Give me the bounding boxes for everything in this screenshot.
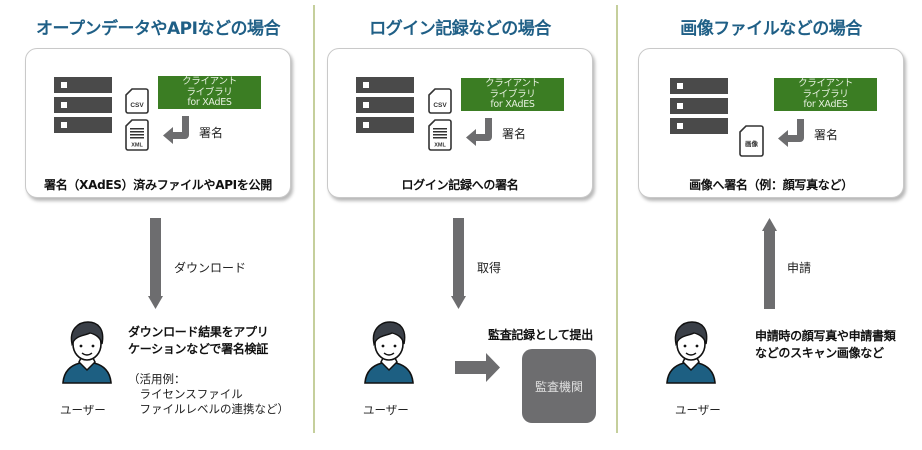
- file-type-label: XML: [434, 143, 446, 149]
- server-icon: [54, 77, 112, 137]
- user-avatar-icon: [62, 321, 112, 384]
- file-type-label: CSV: [130, 102, 144, 109]
- client-library-box: クライアント ライブラリ for XAdES: [774, 78, 877, 111]
- panel-title: 画像ファイルなどの場合: [680, 19, 862, 39]
- signing-card: CSV XML クライアント ライブラリ for XAdES 署名 ログイン記録…: [327, 48, 593, 198]
- client-library-box: クライアント ライブラリ for XAdES: [461, 78, 564, 111]
- library-line: for XAdES: [803, 99, 848, 110]
- sign-hook-arrow-icon: [163, 116, 189, 144]
- library-line: ライブラリ: [186, 86, 233, 98]
- usage-examples: （活用例： ライセンスファイル ファイルレベルの連携など）: [128, 372, 289, 417]
- user-label: ユーザー: [363, 403, 409, 417]
- apply-arrow-icon: [762, 218, 777, 309]
- retrieve-arrow-icon: [451, 218, 466, 309]
- sign-hook-arrow-icon: [466, 118, 492, 146]
- description-line: ダウンロード結果をアプリ: [128, 325, 269, 339]
- description-line: ケーションなどで署名検証: [128, 342, 268, 356]
- submit-arrow-icon: [455, 353, 500, 382]
- description-line: などのスキャン画像など: [755, 346, 884, 360]
- description-line: 申請時の顔写真や申請書類: [755, 329, 896, 343]
- library-line: ライブラリ: [489, 88, 536, 100]
- sign-label: 署名: [199, 126, 224, 140]
- signing-card: CSV XML クライアント ライブラリ for XAdES 署名 署名（XAd…: [25, 48, 291, 198]
- description: ダウンロード結果をアプリ ケーションなどで署名検証: [128, 324, 269, 358]
- flow-label: 申請: [787, 261, 812, 275]
- library-line: クライアント: [798, 78, 853, 89]
- csv-file-icon: CSV: [428, 88, 452, 114]
- flow-label: ダウンロード: [174, 261, 247, 275]
- submit-label: 監査記録として提出: [488, 328, 593, 342]
- sign-hook-arrow-icon: [778, 119, 804, 147]
- usage-example-line: （活用例：: [128, 372, 186, 386]
- description: 申請時の顔写真や申請書類 などのスキャン画像など: [755, 328, 896, 362]
- card-caption: 署名（XAdES）済みファイルやAPIを公開: [44, 178, 272, 192]
- file-type-label: XML: [131, 143, 143, 149]
- panel-title: オープンデータやAPIなどの場合: [36, 19, 280, 39]
- panel-divider: [313, 5, 315, 433]
- library-line: ライブラリ: [802, 88, 849, 100]
- server-icon: [356, 77, 414, 137]
- flow-label: 取得: [477, 261, 502, 275]
- user-label: ユーザー: [60, 403, 106, 417]
- library-line: クライアント: [182, 76, 237, 87]
- usage-example-line: ファイルレベルの連携など）: [128, 402, 289, 416]
- image-file-icon: 画像: [739, 125, 764, 157]
- xml-file-icon: XML: [125, 119, 149, 151]
- user-avatar-icon: [364, 321, 414, 384]
- usage-example-line: ライセンスファイル: [128, 387, 243, 401]
- file-type-label: 画像: [745, 139, 759, 148]
- card-caption: ログイン記録への署名: [401, 178, 519, 192]
- user-label: ユーザー: [675, 403, 721, 417]
- sign-label: 署名: [502, 127, 527, 141]
- library-line: クライアント: [485, 78, 540, 89]
- panel-divider: [616, 5, 618, 433]
- library-line: for XAdES: [490, 99, 535, 110]
- csv-file-icon: CSV: [125, 88, 149, 114]
- client-library-box: クライアント ライブラリ for XAdES: [158, 76, 261, 109]
- server-icon: [670, 78, 728, 138]
- card-caption: 画像へ署名（例：顔写真など）: [689, 178, 853, 192]
- user-avatar-icon: [666, 321, 716, 384]
- audit-agency-box: 監査機関: [522, 349, 596, 423]
- xml-file-icon: XML: [428, 119, 452, 151]
- file-type-label: CSV: [433, 102, 447, 109]
- sign-label: 署名: [814, 128, 839, 142]
- download-arrow-icon: [148, 218, 163, 309]
- panel-title: ログイン記録などの場合: [369, 19, 551, 39]
- signing-card: 画像 クライアント ライブラリ for XAdES 署名 画像へ署名（例：顔写真…: [638, 48, 904, 198]
- library-line: for XAdES: [187, 97, 232, 108]
